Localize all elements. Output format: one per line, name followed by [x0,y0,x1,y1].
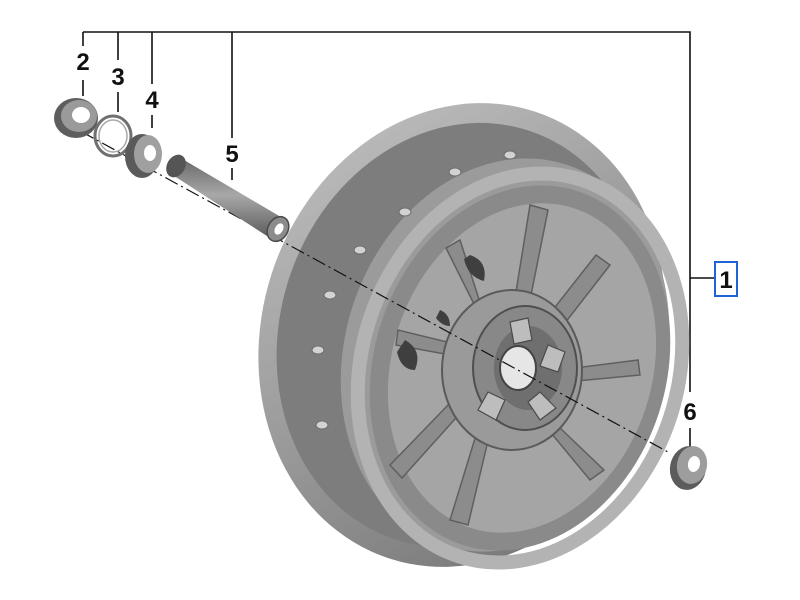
wheel-rim-part[interactable] [199,50,731,600]
seal-ring-part[interactable] [54,98,98,138]
callout-3[interactable]: 3 [111,64,124,91]
callout-1-selection-box [714,261,738,297]
spacer-sleeve-part[interactable] [162,151,293,245]
callout-4[interactable]: 4 [145,87,159,114]
callout-5[interactable]: 5 [225,141,238,168]
center-axis-line [59,119,669,453]
callout-2[interactable]: 2 [76,49,89,76]
callout-labels: 2 3 4 5 6 1 [76,49,738,426]
callout-1[interactable]: 1 [719,267,732,294]
spacer-ring-part[interactable] [666,443,710,493]
leader-lines [82,31,715,448]
circlip-part[interactable] [93,114,133,158]
callout-6[interactable]: 6 [683,399,696,426]
bearing-part[interactable] [125,134,162,178]
